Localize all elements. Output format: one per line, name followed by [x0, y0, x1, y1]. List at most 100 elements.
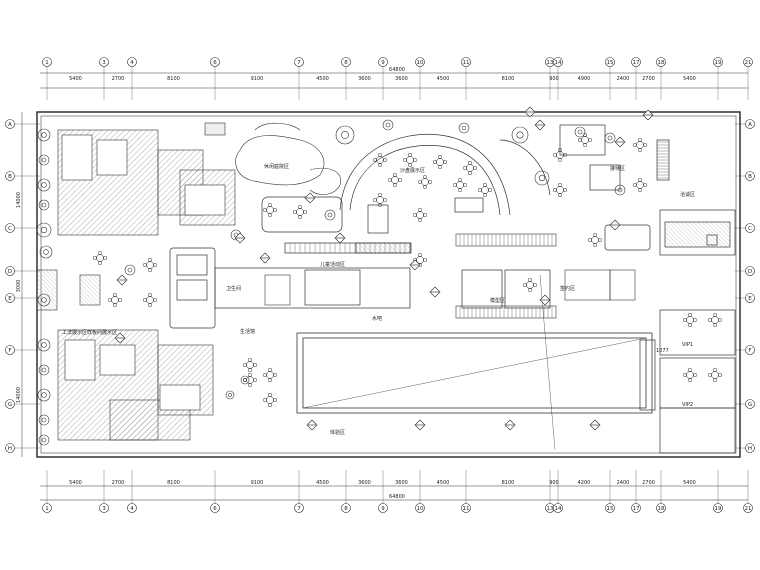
chair-10-1	[273, 208, 277, 212]
chair-0-2	[378, 153, 382, 157]
table-24	[636, 141, 644, 149]
axis-top-8	[341, 57, 351, 67]
dim-top-3: 9100	[251, 76, 264, 82]
tree-21	[225, 390, 235, 400]
chair-17-3	[248, 368, 252, 372]
chair-27-0	[683, 373, 687, 377]
axis-bottom-4-label: 4	[130, 506, 134, 512]
chair-26-1	[718, 318, 722, 322]
label-model: 模型区	[490, 297, 505, 304]
axis-bottom-8	[341, 503, 351, 513]
axis-left-D-label: D	[8, 269, 12, 275]
dim-bottom-2: 8100	[167, 480, 180, 486]
axis-left-A	[5, 119, 15, 129]
chair-1-1	[413, 158, 417, 162]
stair-treads	[289, 141, 669, 318]
chair-7-0	[478, 188, 482, 192]
axis-right-G-label: G	[748, 402, 752, 408]
chair-7-3	[483, 193, 487, 197]
tree-0	[37, 128, 51, 142]
dim-top-1: 2700	[112, 76, 125, 82]
dim-top-7: 4500	[437, 76, 450, 82]
chair-20-0	[263, 373, 267, 377]
tree-4	[36, 222, 52, 238]
axis-bottom-13-label: 13	[547, 506, 554, 512]
table-9	[416, 211, 424, 219]
axis-right-F-label: F	[748, 348, 751, 354]
axis-bottom-6-label: 6	[213, 506, 217, 512]
axis-left-F-label: F	[8, 348, 11, 354]
label-sign: 签约区	[560, 285, 575, 292]
axis-top-10	[415, 57, 425, 67]
tree-core-16	[516, 131, 524, 139]
chair-5-1	[428, 180, 432, 184]
chair-3-0	[463, 166, 467, 170]
tree-core-18	[327, 212, 333, 218]
table-17	[246, 361, 254, 369]
axis-top-1	[42, 57, 52, 67]
axis-bottom-7	[294, 503, 304, 513]
axis-bottom-15-label: 15	[607, 506, 614, 512]
axis-top-9	[378, 57, 388, 67]
axis-top-17	[631, 57, 641, 67]
tree-9	[37, 388, 51, 402]
dim-top-2: 8100	[167, 76, 180, 82]
chair-4-1	[398, 178, 402, 182]
axis-bottom-14	[553, 503, 563, 513]
axis-bottom-11-label: 11	[463, 506, 470, 512]
chair-25-1	[693, 318, 697, 322]
axis-left-E	[5, 293, 15, 303]
chair-30-2	[593, 233, 597, 237]
label-corridor: 体验区	[330, 429, 345, 436]
chair-17-2	[248, 358, 252, 362]
chair-3-1	[473, 166, 477, 170]
chair-11-3	[298, 215, 302, 219]
dim-bottom-7: 4500	[437, 480, 450, 486]
axis-bottom-19-label: 19	[715, 506, 722, 512]
table-23	[636, 181, 644, 189]
table-30	[591, 236, 599, 244]
tree-22	[574, 126, 586, 138]
axis-right-C-label: C	[748, 226, 752, 232]
table-28	[711, 371, 719, 379]
chair-27-2	[688, 368, 692, 372]
axis-bottom-7-label: 7	[297, 506, 301, 512]
axis-top-21-label: 21	[745, 60, 752, 66]
chair-7-1	[488, 188, 492, 192]
tree-13	[335, 125, 355, 145]
tree-5	[39, 245, 53, 259]
section-markers	[114, 106, 654, 431]
chair-19-0	[263, 398, 267, 402]
chair-22-1	[588, 138, 592, 142]
axis-left-B-label: B	[8, 174, 12, 180]
dim-top-0: 5400	[69, 76, 82, 82]
chair-22-2	[583, 133, 587, 137]
dim-bottom-13: 5400	[683, 480, 696, 486]
chair-27-3	[688, 378, 692, 382]
chair-30-0	[588, 238, 592, 242]
chair-9-0	[413, 213, 417, 217]
chair-26-3	[713, 323, 717, 327]
chair-18-0	[243, 378, 247, 382]
tree-core-5	[43, 249, 49, 255]
chair-11-1	[303, 210, 307, 214]
chair-0-3	[378, 163, 382, 167]
axis-bottom-18	[656, 503, 666, 513]
chair-2-0	[433, 160, 437, 164]
axis-left-H-label: H	[8, 446, 12, 452]
dim-bottom-3: 9100	[251, 480, 264, 486]
chair-22-0	[578, 138, 582, 142]
dim-bottom-0: 5400	[69, 480, 82, 486]
dim-top-10: 4900	[578, 76, 591, 82]
table-29	[556, 186, 564, 194]
chair-15-1	[103, 256, 107, 260]
table-4	[391, 176, 399, 184]
chair-18-3	[248, 383, 252, 387]
dim-bottom-10: 4200	[578, 480, 591, 486]
chair-14-0	[108, 298, 112, 302]
table-20	[266, 371, 274, 379]
chair-23-0	[633, 183, 637, 187]
axis-top-6-label: 6	[213, 60, 217, 66]
table-11	[296, 208, 304, 216]
axis-left-G-label: G	[8, 402, 12, 408]
